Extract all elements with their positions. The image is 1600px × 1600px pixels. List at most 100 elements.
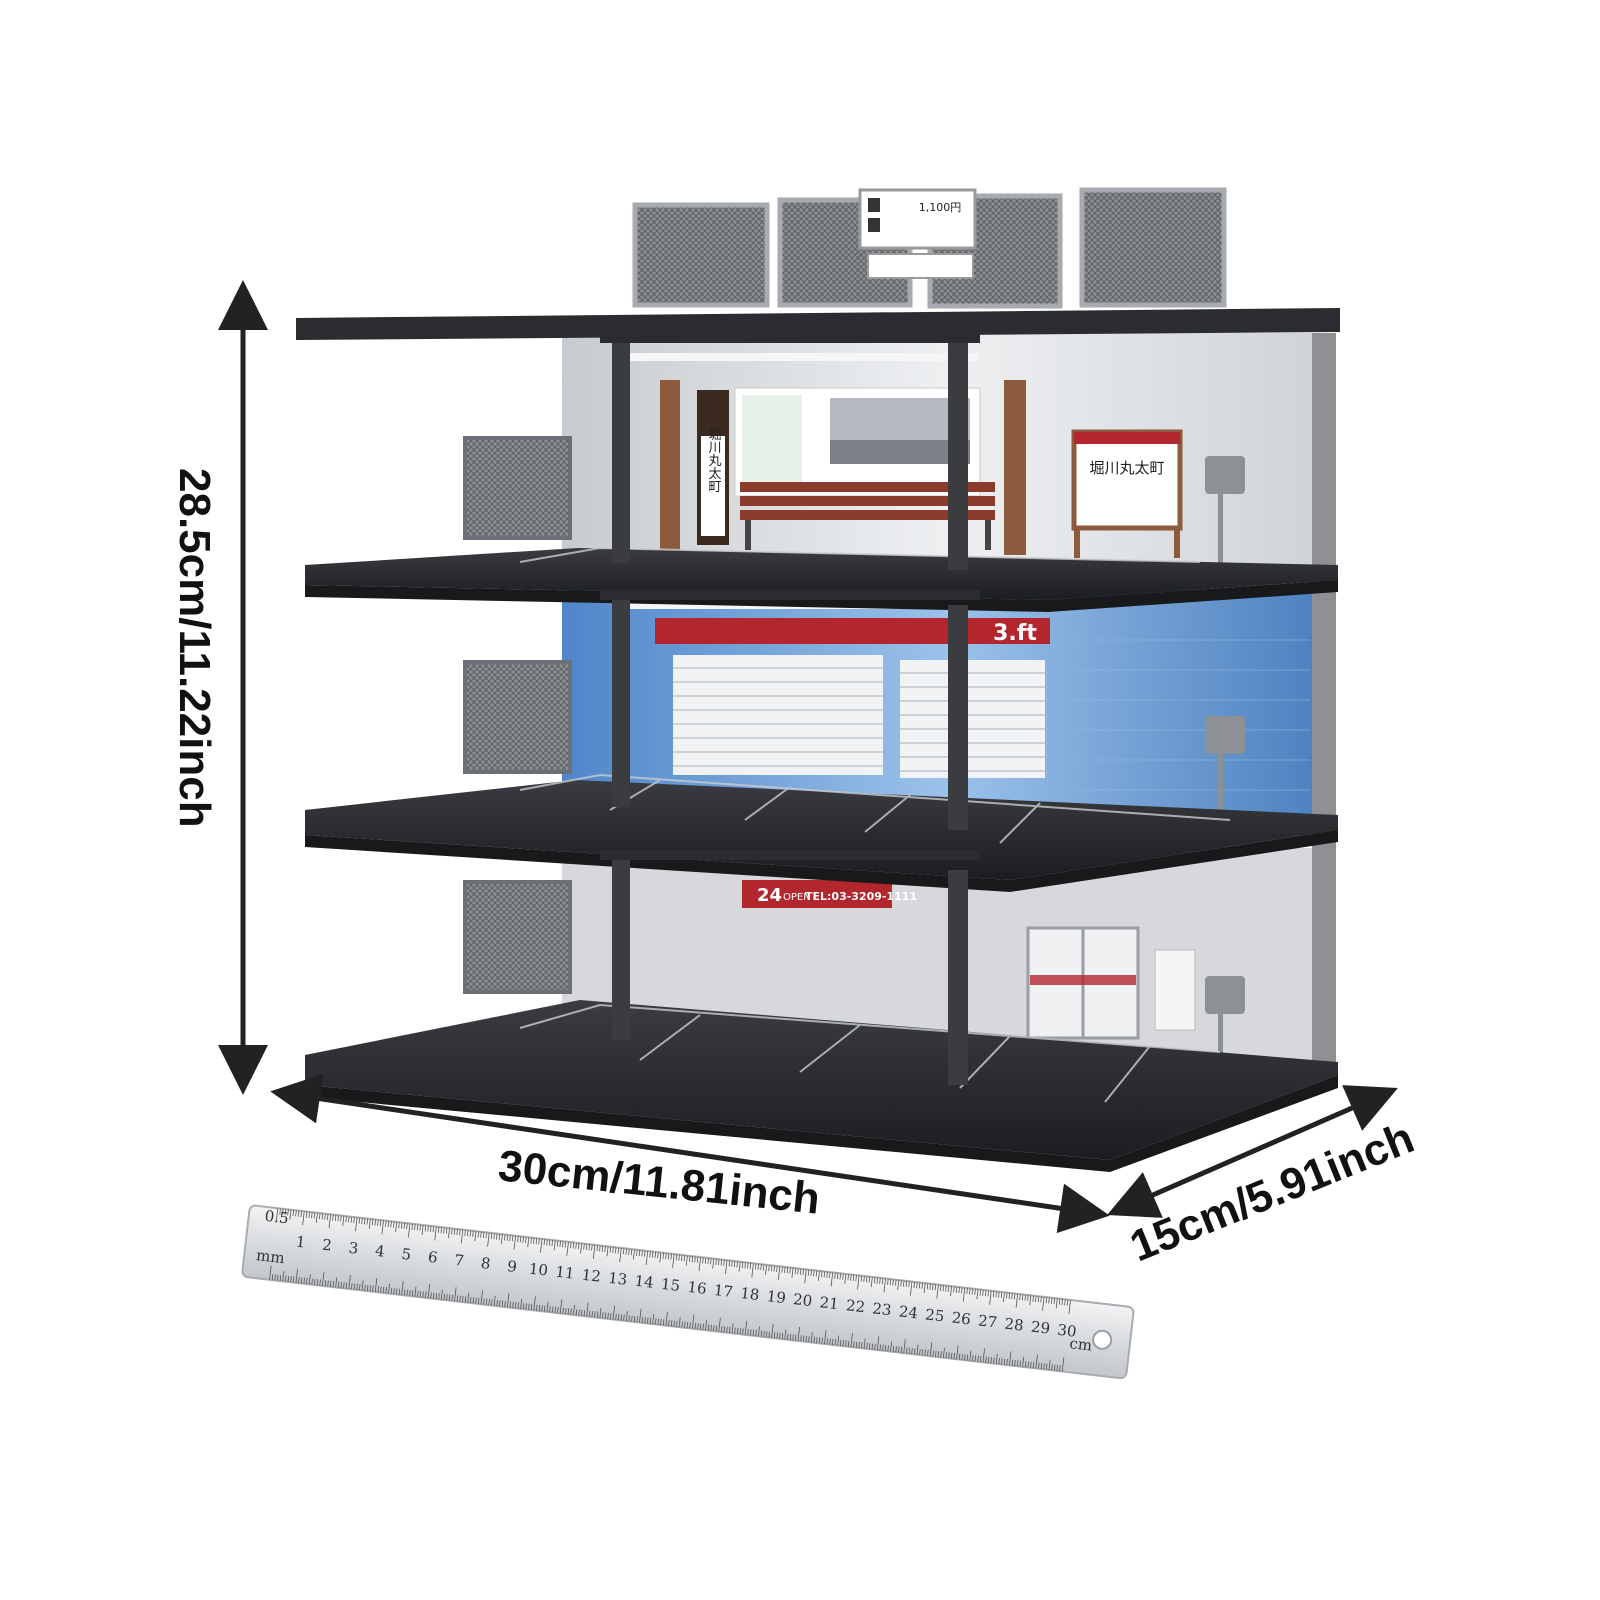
ruler-tick <box>860 1275 863 1282</box>
ruler-tick <box>506 1234 509 1241</box>
price-text: 1,100円 <box>919 201 962 214</box>
ruler-tick <box>702 1323 704 1330</box>
ruler-tick <box>676 1320 678 1327</box>
ruler-tick <box>287 1275 290 1282</box>
ruler-tick <box>578 1309 580 1316</box>
ruler-tick <box>757 1263 760 1270</box>
ruler-tick <box>269 1265 272 1280</box>
ruler-tick <box>1029 1295 1032 1306</box>
ruler-tick <box>472 1297 475 1304</box>
ruler-tick <box>482 1232 485 1239</box>
ruler-tick <box>816 1337 818 1344</box>
ruler-tick <box>1006 1292 1008 1299</box>
ruler-tick <box>1037 1296 1040 1303</box>
ruler-tick <box>1035 1295 1037 1302</box>
ruler-tick <box>440 1289 443 1300</box>
ruler-tick <box>705 1320 708 1331</box>
ruler-tick <box>837 1335 840 1346</box>
ruler-number: 12 <box>581 1266 602 1286</box>
ruler-tick <box>707 1258 709 1265</box>
ruler-tick <box>614 1247 617 1254</box>
ruler-tick <box>636 1316 638 1323</box>
ruler-tick <box>469 1296 472 1304</box>
ruler-tick <box>573 1304 575 1315</box>
ruler-tick <box>763 1330 765 1337</box>
ruler-tick <box>876 1277 879 1284</box>
ruler-tick <box>311 1212 313 1219</box>
ruler-tick <box>425 1291 427 1298</box>
ruler-number: 6 <box>427 1248 439 1267</box>
ruler-tick <box>942 1285 945 1292</box>
ruler-tick <box>728 1260 731 1267</box>
ruler-tick <box>393 1288 395 1295</box>
ruler-tick <box>553 1240 556 1251</box>
ruler-tick <box>541 1305 543 1312</box>
ruler-tick <box>829 1338 831 1345</box>
ruler-tick <box>736 1261 738 1268</box>
ruler-tick <box>779 1332 781 1339</box>
ruler-tick <box>343 1282 345 1289</box>
ruler-tick <box>1000 1291 1003 1298</box>
ruler-tick <box>284 1275 287 1282</box>
ruler-tick <box>503 1234 506 1241</box>
ruler-tick <box>802 1269 805 1276</box>
ruler-tick <box>606 1246 609 1257</box>
ruler-tick <box>462 1296 464 1303</box>
ruler-tick <box>683 1255 686 1262</box>
ruler-tick <box>527 1237 530 1248</box>
ruler-tick <box>1030 1361 1032 1368</box>
ruler-tick <box>734 1327 736 1334</box>
ruler-tick <box>395 1221 398 1232</box>
ruler-tick <box>610 1313 612 1320</box>
ruler-tick <box>858 1341 860 1348</box>
ruler-tick <box>882 1344 884 1351</box>
ruler-tick <box>678 1317 681 1328</box>
ruler-tick <box>900 1346 903 1353</box>
ruler-tick <box>274 1274 276 1281</box>
ruler-tick <box>381 1220 384 1235</box>
ruler-tick <box>575 1309 578 1316</box>
ruler-tick <box>358 1284 361 1291</box>
ruler-tick <box>765 1331 768 1338</box>
ruler-tick <box>992 1291 995 1298</box>
ruler-tick <box>990 1357 992 1364</box>
ruler-tick <box>818 1337 821 1344</box>
ruler-tick <box>372 1285 374 1292</box>
ruler-tick <box>789 1267 791 1274</box>
ruler-tick <box>533 1296 536 1311</box>
ruler-tick <box>602 1312 604 1319</box>
ruler-number: 1 <box>295 1233 307 1252</box>
ruler-tick <box>499 1300 501 1307</box>
ruler-tick <box>923 1283 926 1294</box>
ruler-tick <box>834 1272 836 1279</box>
ruler-tick <box>422 1291 424 1298</box>
ruler-tick <box>979 1289 982 1296</box>
ruler-tick <box>842 1273 844 1280</box>
ruler-tick <box>1043 1363 1045 1370</box>
ruler-tick <box>685 1255 688 1266</box>
ruler-tick <box>300 1210 302 1217</box>
ruler-tick <box>961 1353 963 1360</box>
ruler-tick <box>628 1315 630 1322</box>
ruler-tick <box>771 1323 774 1338</box>
ruler-tick <box>295 1268 298 1283</box>
ruler-tick <box>645 1250 649 1265</box>
ruler-number: 30 <box>1056 1321 1077 1341</box>
ruler-tick <box>596 1311 599 1318</box>
ruler-tick <box>488 1299 490 1306</box>
ruler-tick <box>696 1256 699 1263</box>
ruler-tick <box>750 1329 752 1336</box>
ruler-number: 5 <box>401 1245 413 1264</box>
ruler-tick <box>744 1320 748 1335</box>
ruler-number: 16 <box>687 1278 708 1298</box>
ruler-tick <box>387 1221 390 1228</box>
ruler-tick <box>1053 1298 1056 1305</box>
ruler-tick <box>592 1244 596 1259</box>
ruler-tick <box>966 1287 968 1295</box>
ruler-tick <box>924 1349 926 1356</box>
ruler-tick <box>1019 1294 1021 1301</box>
ruler-tick <box>762 1264 765 1271</box>
ruler-tick <box>1058 1298 1061 1305</box>
ruler-tick <box>519 1236 522 1243</box>
